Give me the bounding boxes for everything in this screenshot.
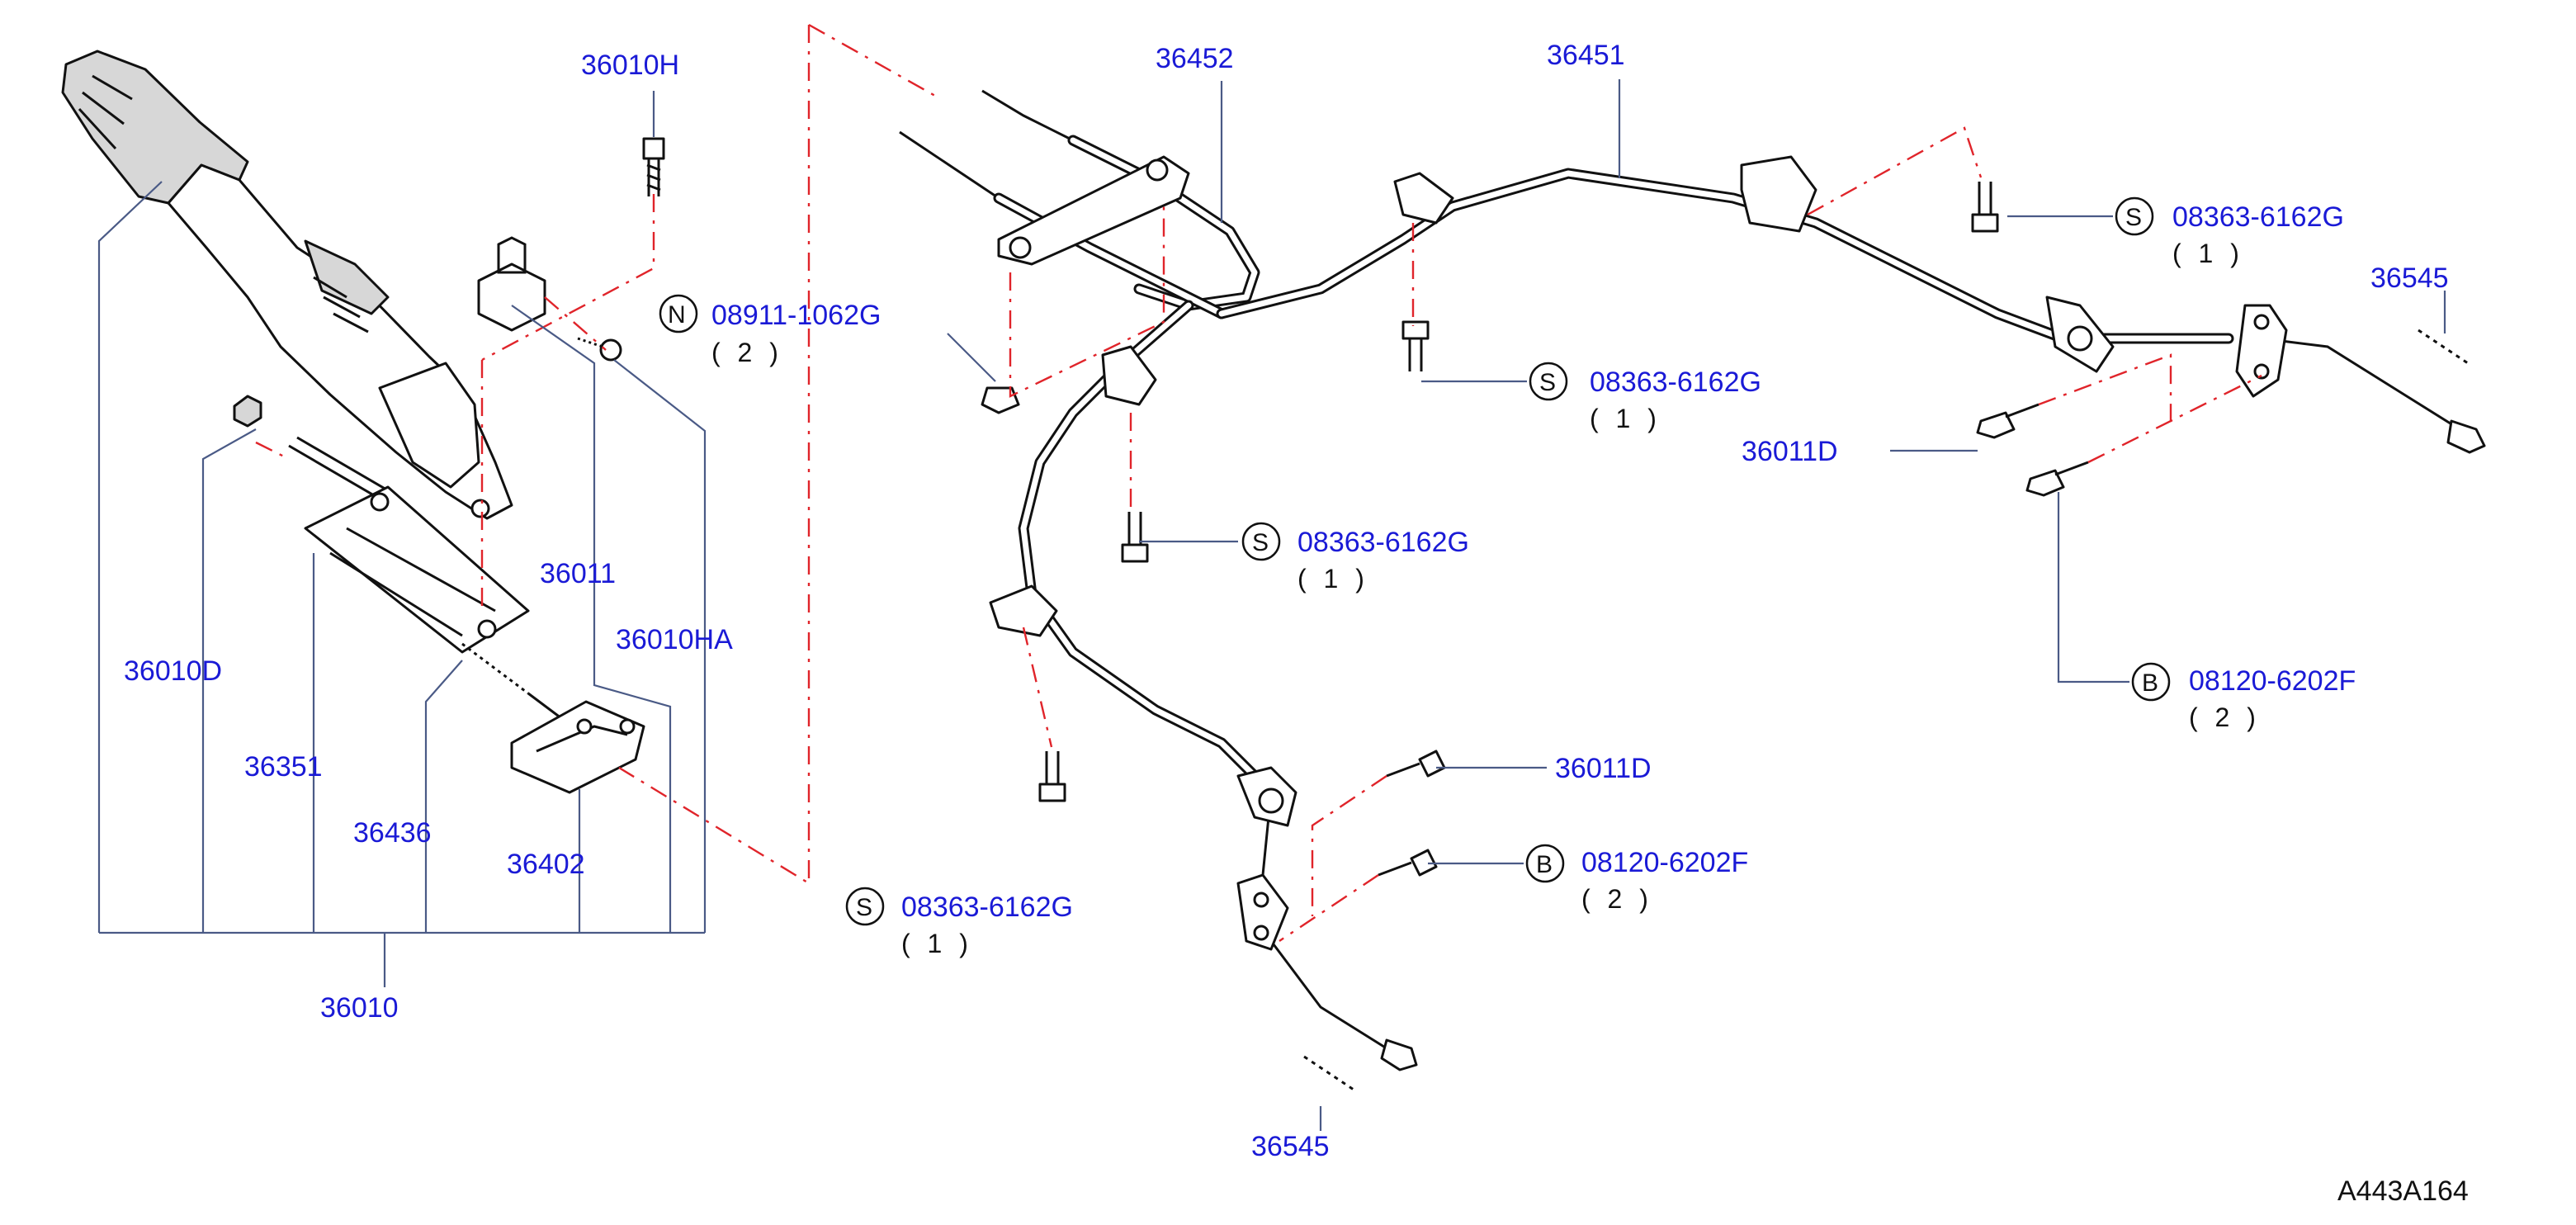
badge-s-3	[1241, 522, 1281, 561]
label-08911-1062G: 08911-1062G	[711, 300, 881, 331]
qty-b1: ( 2 )	[2189, 702, 2261, 732]
badge-n	[659, 294, 698, 333]
label-s4: 08363-6162G	[901, 892, 1073, 923]
label-36011D-lower: 36011D	[1555, 753, 1652, 784]
label-b1: 08120-6202F	[2189, 665, 2356, 697]
diagram-reference-code: A443A164	[2337, 1175, 2469, 1207]
badge-s-1-text: S	[2125, 204, 2142, 231]
brake-cables-illustration	[899, 89, 2486, 1091]
badge-b-1-text: B	[2142, 669, 2158, 697]
badge-n-text: N	[668, 301, 686, 329]
label-s3: 08363-6162G	[1297, 527, 1469, 558]
qty-s1: ( 1 )	[2172, 239, 2244, 268]
badge-s-2	[1529, 362, 1568, 401]
label-36010D: 36010D	[124, 655, 222, 687]
part-labels: 36010H N 08911-1062G ( 2 ) 36452 36451 S…	[124, 40, 2469, 1207]
label-b2: 08120-6202F	[1581, 847, 1748, 878]
badge-s-2-text: S	[1539, 369, 1556, 396]
badge-s-4	[845, 887, 885, 926]
label-36452: 36452	[1156, 43, 1234, 74]
badge-b-2-text: B	[1536, 851, 1553, 878]
badge-s-1	[2115, 196, 2154, 236]
badge-s-4-text: S	[856, 894, 872, 921]
label-s1: 08363-6162G	[2172, 201, 2344, 233]
leader-lines	[97, 79, 2446, 1131]
badge-s-3-text: S	[1252, 529, 1269, 556]
label-36402: 36402	[507, 849, 585, 880]
label-36010HA: 36010HA	[616, 624, 733, 655]
qty-s4: ( 1 )	[901, 929, 973, 958]
label-36545-right: 36545	[2370, 262, 2449, 294]
label-s2: 08363-6162G	[1590, 367, 1761, 398]
badge-b-2	[1525, 844, 1565, 883]
label-36451: 36451	[1547, 40, 1625, 71]
label-36011: 36011	[540, 558, 616, 589]
label-36011D-right: 36011D	[1742, 436, 1838, 467]
qty-b2: ( 2 )	[1581, 884, 1653, 914]
label-36351: 36351	[244, 751, 323, 783]
label-36436: 36436	[353, 817, 432, 849]
assembly-dashed-lines	[255, 23, 2262, 942]
qty-s3: ( 1 )	[1297, 564, 1369, 594]
label-36545-bottom: 36545	[1251, 1131, 1330, 1162]
label-36010H: 36010H	[581, 50, 679, 81]
badge-b-1	[2131, 662, 2171, 702]
qty-08911: ( 2 )	[711, 338, 783, 367]
label-36010: 36010	[320, 992, 399, 1024]
parking-brake-lever-illustration	[61, 50, 665, 794]
qty-s2: ( 1 )	[1590, 404, 1661, 433]
